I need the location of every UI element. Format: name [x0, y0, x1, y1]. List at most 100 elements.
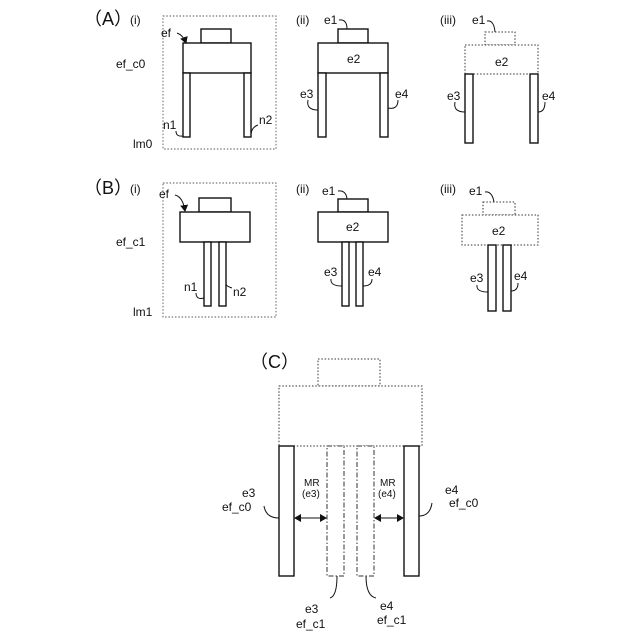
- leg-n1: [204, 242, 211, 306]
- label-ef-c0-right: ef_c0: [449, 496, 479, 510]
- leader-e4: [511, 283, 518, 291]
- finger-e4-ef-c1: [357, 446, 374, 576]
- body-block: [180, 212, 250, 242]
- part-e1: [338, 199, 368, 212]
- section-a: （A） (i) ef n1 n2 ef_c0 lm0 (ii) e1: [84, 9, 556, 151]
- part-e3: [465, 74, 473, 143]
- side-label-ef-c0: ef_c0: [116, 57, 146, 71]
- panel-a-i: (i) ef n1 n2 ef_c0 lm0: [116, 13, 276, 151]
- part-e4: [356, 242, 363, 306]
- leader-e1: [487, 21, 495, 32]
- section-b-label: （B）: [84, 178, 132, 198]
- sub-label-b-ii: (ii): [296, 182, 309, 196]
- label-ef: ef: [159, 187, 170, 201]
- section-a-label: （A）: [84, 9, 132, 29]
- side-label-lm1: lm1: [133, 305, 153, 319]
- leader-e4-outer: [419, 503, 432, 516]
- leader-e4: [388, 100, 398, 108]
- part-e1-dotted: [483, 202, 515, 215]
- label-e3: e3: [470, 271, 484, 285]
- label-e2: e2: [495, 55, 509, 69]
- panel-b-ii: (ii) e1 e2 e3 e4: [296, 182, 388, 306]
- label-e2: e2: [346, 220, 360, 234]
- panel-b-i: (i) ef n1 n2 ef_c1 lm1: [116, 182, 276, 319]
- label-e4: e4: [514, 269, 528, 283]
- label-ef-c1-left: ef_c1: [296, 617, 326, 631]
- leader-e1: [338, 191, 347, 199]
- sub-label-a-ii: (ii): [296, 13, 309, 27]
- panel-b-iii: (iii) e1 e2 e3 e4: [440, 182, 538, 311]
- label-e3: e3: [447, 89, 461, 103]
- top-block: [199, 198, 231, 212]
- leader-e3: [455, 102, 465, 112]
- section-c: （C） MR (e3) MR (e4) e3 ef_c0 e4 ef_c0 e3…: [222, 352, 479, 631]
- label-e3-outer: e3: [242, 486, 256, 500]
- part-e3: [318, 73, 326, 137]
- part-e4: [530, 74, 538, 143]
- sub-label-b-iii: (iii): [440, 182, 456, 196]
- leader-e1: [485, 192, 494, 202]
- label-e4: e4: [395, 87, 409, 101]
- label-ef-c1-right: ef_c1: [377, 613, 407, 627]
- label-e1: e1: [324, 13, 338, 27]
- part-e1: [338, 29, 368, 43]
- label-e1: e1: [322, 184, 336, 198]
- label-e2: e2: [492, 224, 506, 238]
- finger-e3-ef-c0: [279, 446, 294, 576]
- finger-e3-ef-c1: [327, 446, 344, 576]
- label-ef-c0-left: ef_c0: [222, 500, 252, 514]
- label-n2: n2: [233, 285, 247, 299]
- part-e1-dotted: [485, 32, 515, 45]
- leg-n2: [244, 73, 251, 137]
- label-n1: n1: [163, 118, 177, 132]
- sub-label-a-i: (i): [130, 13, 141, 27]
- part-e4: [503, 245, 511, 311]
- label-n1: n1: [184, 280, 198, 294]
- side-label-ef-c1: ef_c1: [116, 235, 146, 249]
- leader-e3: [477, 285, 488, 292]
- section-c-label: （C）: [250, 352, 299, 372]
- leader-e4: [538, 102, 545, 112]
- leader-e4-inner: [366, 576, 376, 598]
- label-e1: e1: [469, 184, 483, 198]
- leader-n1: [176, 131, 183, 136]
- part-e1-dotted: [318, 359, 380, 386]
- ef-arrow: [175, 195, 185, 211]
- label-e4-inner: e4: [380, 599, 394, 613]
- leader-e4: [363, 279, 372, 286]
- part-e4: [380, 73, 388, 137]
- label-ef: ef: [161, 26, 172, 40]
- part-e2-dotted: [279, 386, 422, 446]
- mr-label-e4: MR: [380, 478, 396, 489]
- finger-e4-ef-c0: [404, 446, 419, 576]
- mr-sublabel-e3: (e3): [302, 489, 320, 500]
- part-e3: [342, 242, 349, 306]
- leader-n2: [251, 125, 258, 134]
- label-e4: e4: [368, 265, 382, 279]
- body-block: [183, 43, 251, 73]
- leader-e3: [308, 100, 318, 110]
- leader-e1: [339, 20, 347, 29]
- leg-n2: [219, 242, 226, 306]
- label-e3-inner: e3: [305, 602, 319, 616]
- label-e4-outer: e4: [445, 483, 459, 497]
- label-e3: e3: [324, 265, 338, 279]
- ef-arrow: [177, 33, 186, 43]
- label-n2: n2: [259, 113, 273, 127]
- part-e3: [488, 245, 496, 311]
- leg-n1: [183, 73, 190, 137]
- panel-a-ii: (ii) e1 e2 e3 e4: [296, 13, 409, 137]
- leader-e3: [331, 279, 342, 286]
- label-e1: e1: [472, 13, 486, 27]
- leader-n2: [226, 284, 232, 288]
- label-e2: e2: [347, 52, 361, 66]
- label-e4: e4: [542, 89, 556, 103]
- sub-label-a-iii: (iii): [440, 13, 456, 27]
- mr-sublabel-e4: (e4): [378, 489, 396, 500]
- sub-label-b-i: (i): [130, 182, 141, 196]
- side-label-lm0: lm0: [133, 137, 153, 151]
- mr-label-e3: MR: [304, 478, 320, 489]
- panel-a-iii: (iii) e1 e2 e3 e4: [440, 13, 556, 143]
- section-b: （B） (i) ef n1 n2 ef_c1 lm1 (ii) e1: [84, 178, 538, 319]
